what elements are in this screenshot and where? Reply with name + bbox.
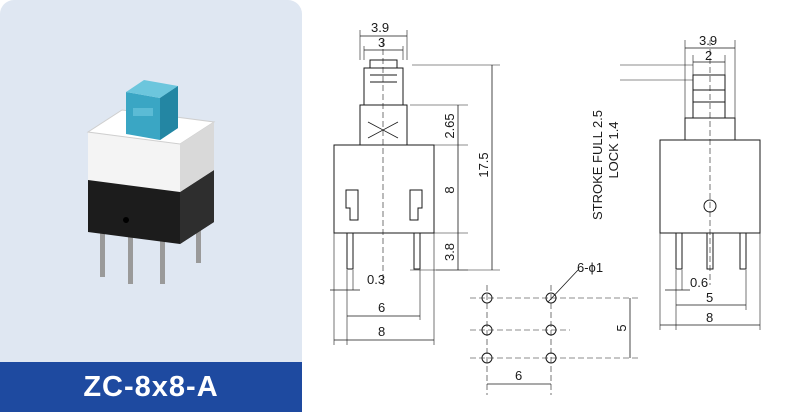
dim-hole-row-spacing: 5 [614,324,629,331]
switch-pin [128,232,133,284]
switch-pin [100,225,105,277]
note-stroke: STROKE FULL 2.5 [590,110,605,220]
dim-body-height: 8 [442,186,457,193]
model-band [0,362,302,412]
switch-pin [196,215,201,263]
dim-front-plunger-width: 3 [378,35,385,50]
dim-total-height: 17.5 [476,152,491,177]
note-lock: LOCK 1.4 [606,121,621,178]
dim-plunger-height: 2.65 [442,113,457,138]
switch-illustration [86,80,216,284]
product-photo-card [0,0,302,412]
dim-pin-length: 3.8 [442,243,457,261]
note-holes: 6-ϕ1 [577,260,603,275]
dim-front-top-width: 3.9 [371,20,389,35]
dim-side-pin-spacing: 5 [706,290,713,305]
dim-side-body-width: 8 [706,310,713,325]
dim-side-plunger-width: 2 [705,48,712,63]
front-view [333,40,435,285]
hole-pattern [470,269,640,395]
dim-front-pin-spacing: 6 [378,300,385,315]
dim-front-body-width: 8 [378,324,385,339]
switch-pin [160,232,165,284]
dim-side-top-width: 3.9 [699,33,717,48]
model-label: ZC-8x8-A [83,371,219,403]
side-view [659,40,761,285]
dim-hole-col-spacing: 6 [515,368,522,383]
dim-pin-width: 0.3 [367,272,385,287]
dim-side-pin-offset: 0.6 [690,275,708,290]
